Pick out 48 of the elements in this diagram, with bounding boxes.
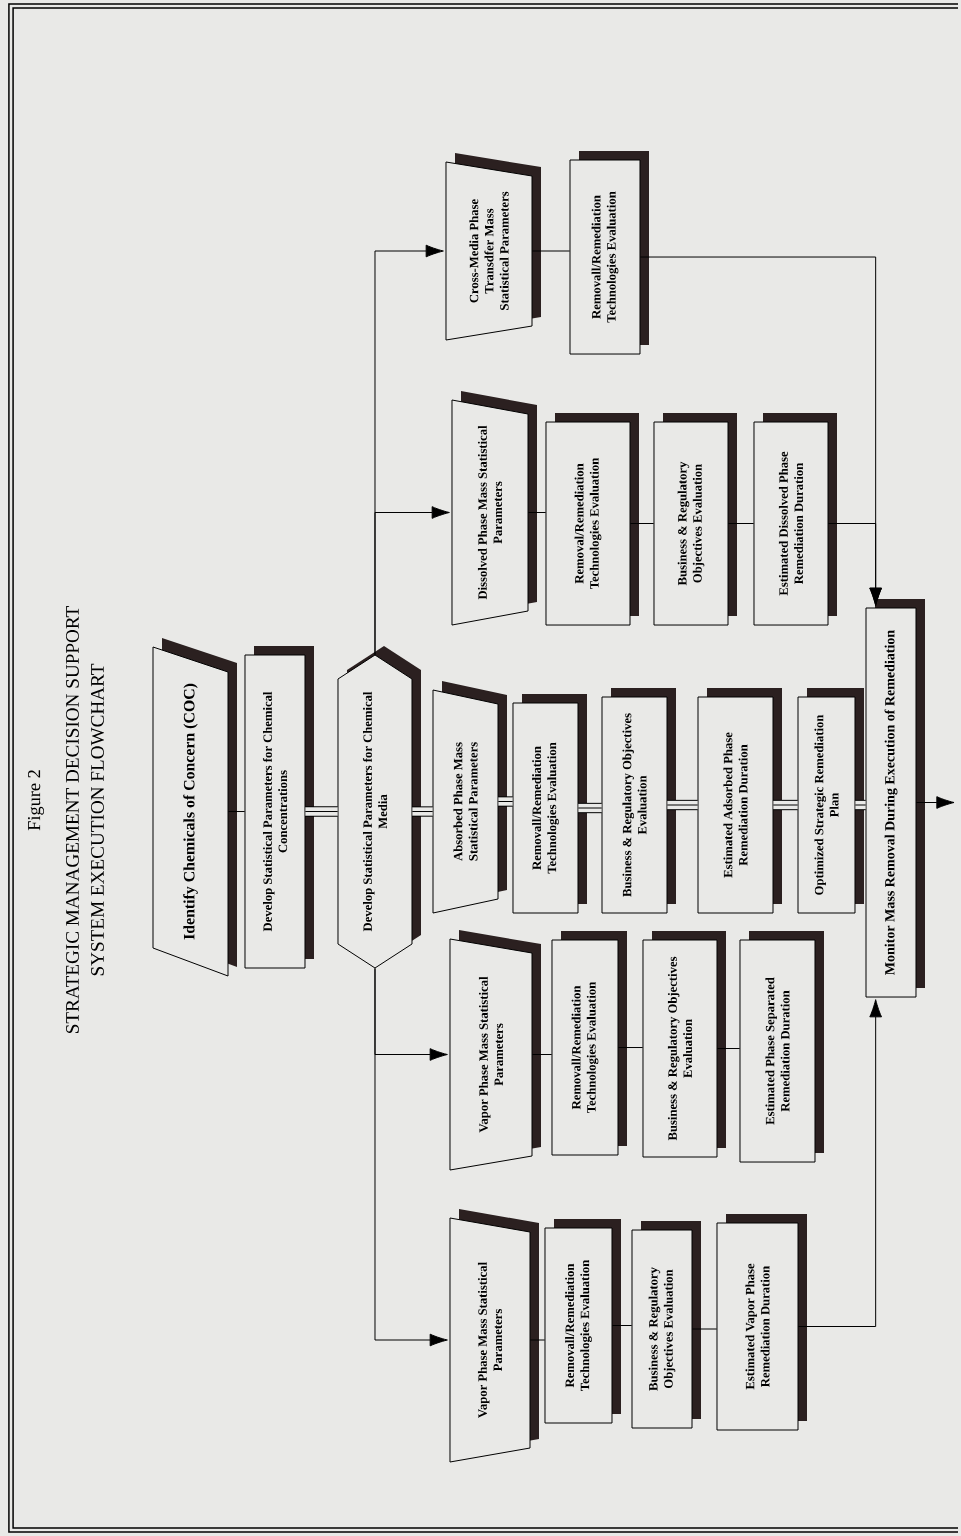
connector xyxy=(915,796,955,809)
process-box: Develop Statistical Parameters for Chemical Concentrations xyxy=(244,646,314,969)
title: STRATEGIC MANAGEMENT DECISION SUPPORT SYSTEM EXECUTION FLOWCHART xyxy=(66,606,104,1033)
connector xyxy=(529,1339,546,1341)
preparation-hexagon: Develop Statistical Parameters for Chemical Media xyxy=(337,646,421,969)
manual-input-box: Dissolved Phase Mass Statistical Parameters xyxy=(451,391,537,626)
connector xyxy=(666,799,699,811)
connector xyxy=(827,523,882,606)
manual-input-box: Vapor Phase Mass Statistical Parameters xyxy=(449,930,541,1171)
process-box: Removal/Remediation Technologies Evaluation xyxy=(545,413,639,626)
process-box: Estimated Vapor Phase Remediation Duration xyxy=(716,1214,807,1431)
connector xyxy=(531,1054,553,1055)
process-box: Removall/Remediation Technologies Evaluation xyxy=(551,931,627,1156)
process-box: Business & Regulatory Objectives Evaluation xyxy=(631,1221,701,1429)
connector xyxy=(577,802,603,814)
manual-input-box: Vapor Phase Mass Statistical Parameters xyxy=(449,1209,539,1463)
process-box: Optimized Strategic Remediation Plan xyxy=(797,688,864,914)
process-box: Business & Regulatory Objectives Evaluation xyxy=(642,931,726,1158)
manual-input-box: Cross-Media Phase Transdfer Mass Statistical Parameters xyxy=(445,153,541,341)
input-parallelogram: Identify Chemicals of Concern (COC) xyxy=(152,638,237,977)
connector xyxy=(854,799,867,811)
process-box: Estimated Dissolved Phase Remediation Duration xyxy=(753,413,837,626)
process-box: Estimated Phase Separated Remediation Duration xyxy=(739,931,824,1163)
process-box: Removall/Remediation Technologies Evaluation xyxy=(544,1219,621,1424)
connector xyxy=(227,811,246,812)
connector xyxy=(304,806,339,817)
process-box: Business & Regulatory Objectives Evaluation xyxy=(601,688,676,914)
connector xyxy=(629,523,655,524)
process-box: Business & Regulatory Objectives Evaluation xyxy=(653,413,737,626)
connector xyxy=(411,806,434,817)
connector xyxy=(716,1048,741,1049)
connector xyxy=(691,1328,718,1330)
process-box: Monitor Mass Removal During Execution of Remediation xyxy=(865,599,925,998)
connector xyxy=(772,799,799,811)
connector xyxy=(374,967,448,1347)
process-box: Estimated Adsorbed Phase Remediation Duration xyxy=(697,688,782,914)
connector xyxy=(617,1047,644,1048)
connector xyxy=(374,506,450,656)
figure-label: Figure 2 xyxy=(27,770,45,831)
connector xyxy=(531,250,571,252)
connector xyxy=(497,796,514,807)
process-box: Removall/Remediation Technologies Evaluation xyxy=(569,151,649,355)
connector xyxy=(527,512,547,513)
connector xyxy=(727,523,755,524)
manual-input-box: Absorbed Phase Mass Statistical Parameters xyxy=(432,681,507,914)
connector xyxy=(797,999,882,1327)
process-box: Removall/Remediation Technologies Evaluation xyxy=(512,694,587,914)
connector xyxy=(611,1325,633,1326)
